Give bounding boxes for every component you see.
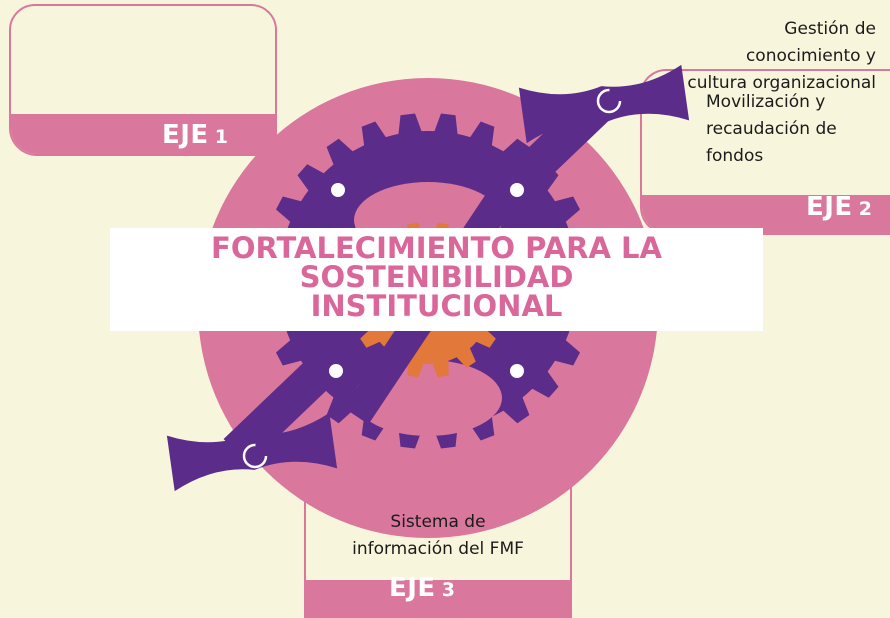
axis-2-line: fondos [706, 146, 764, 166]
axis-3-text: Sistema de información del FMF [304, 509, 572, 563]
pedal-top-right [518, 64, 690, 144]
bolt-bottom-right [510, 364, 524, 378]
axis-3-tag-number: 3 [441, 579, 456, 601]
axis-1-card [9, 4, 277, 156]
axis-3-line: Sistema de [390, 512, 486, 532]
axis-3-band [306, 580, 570, 618]
axis-1-tag-word: EJE [162, 120, 209, 150]
axis-1-line: Gestión de [784, 19, 876, 39]
bolt-top-right [510, 183, 524, 197]
axis-1-tag-number: 1 [214, 126, 229, 148]
axis-2-band [642, 195, 890, 233]
central-title-line: INSTITUCIONAL [310, 289, 563, 323]
axis-3-line: información del FMF [352, 539, 524, 559]
axis-1-text: Gestión de conocimiento y cultura organi… [636, 16, 876, 97]
central-title-box: FORTALECIMIENTO PARA LA SOSTENIBILIDAD I… [110, 228, 763, 331]
bolt-bottom-left [329, 364, 343, 378]
pedal-bottom-left [166, 412, 338, 492]
pedal-ring-bottom-left [242, 443, 268, 469]
axis-2-card [640, 69, 890, 235]
central-title-line: FORTALECIMIENTO PARA LA [211, 231, 662, 265]
central-title-line: SOSTENIBILIDAD [299, 260, 574, 294]
axis-3-tag-word: EJE [389, 573, 436, 603]
axis-2-text: Movilización y recaudación de fondos [706, 89, 876, 170]
axis-1-line: conocimiento y [745, 46, 876, 66]
bolt-top-left [331, 183, 345, 197]
axis-2-tag-number: 2 [858, 198, 873, 220]
axis-2-tag-word: EJE [806, 192, 853, 222]
central-title: FORTALECIMIENTO PARA LA SOSTENIBILIDAD I… [110, 234, 763, 321]
pedal-ring-top-right [596, 88, 622, 114]
axis-1-line: cultura organizacional [687, 73, 876, 93]
axis-2-line: recaudación de [706, 119, 837, 139]
axis-1-band [11, 114, 275, 154]
axis-2-line: Movilización y [706, 92, 826, 112]
